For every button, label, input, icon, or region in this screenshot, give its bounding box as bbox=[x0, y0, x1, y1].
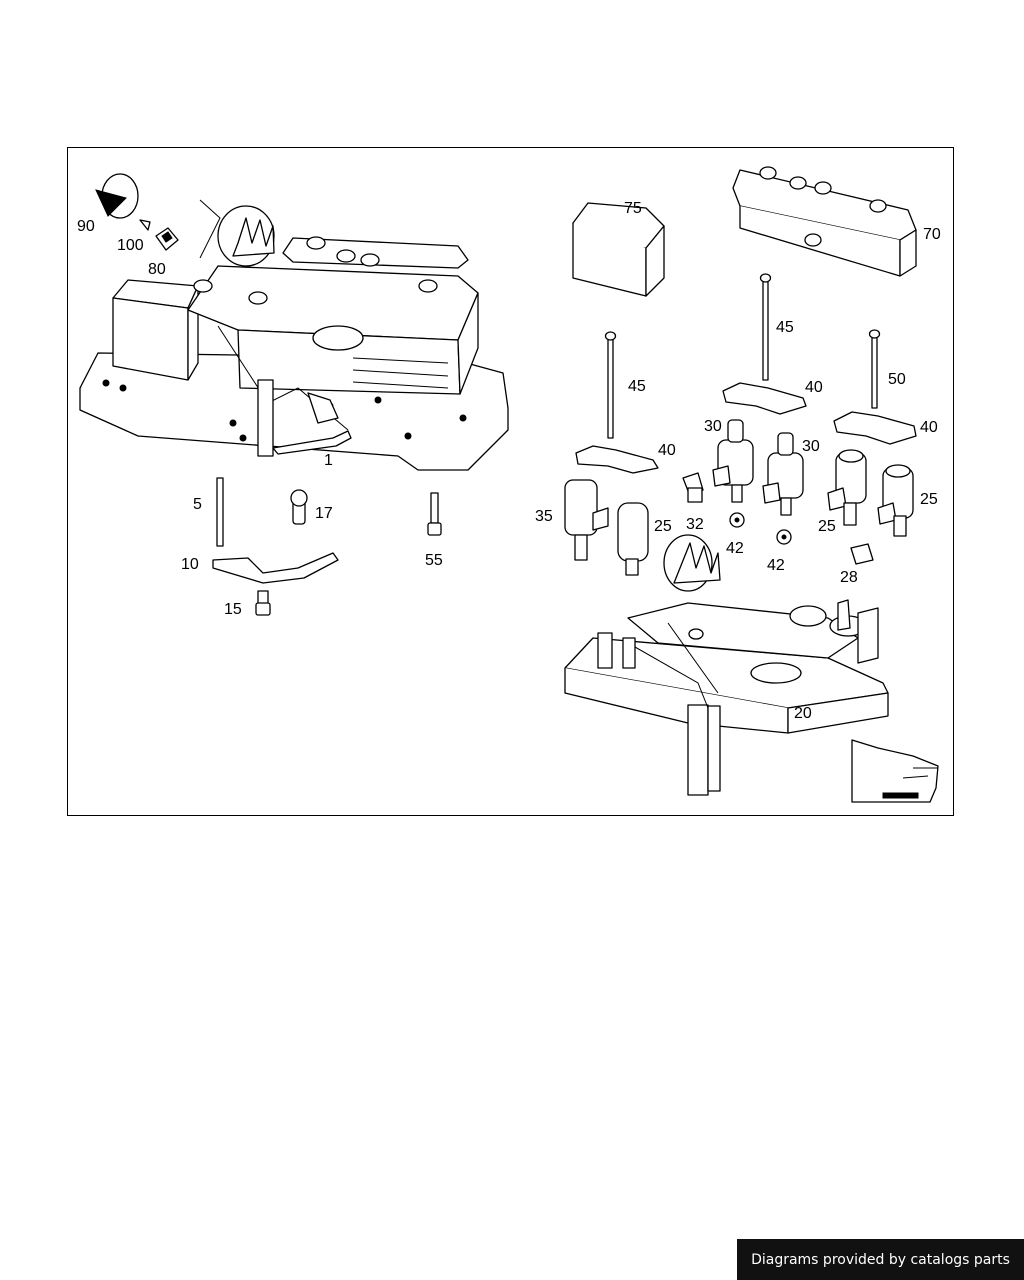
label-40-a: 40 bbox=[658, 442, 676, 459]
label-28: 28 bbox=[840, 569, 858, 586]
part-42-seal-b bbox=[776, 529, 792, 545]
label-15: 15 bbox=[224, 601, 242, 618]
label-42-b: 42 bbox=[767, 557, 785, 574]
part-32-connector bbox=[682, 472, 704, 503]
part-45-bolt-b bbox=[759, 273, 772, 381]
label-45-b: 45 bbox=[776, 319, 794, 336]
label-30-b: 30 bbox=[802, 438, 820, 455]
label-75: 75 bbox=[624, 200, 642, 217]
part-70-rail bbox=[732, 166, 917, 277]
part-5-pin bbox=[216, 477, 224, 547]
label-90: 90 bbox=[77, 218, 95, 235]
part-25-solenoid-a bbox=[617, 502, 649, 576]
label-40-c: 40 bbox=[920, 419, 938, 436]
label-5: 5 bbox=[193, 496, 202, 513]
label-17: 17 bbox=[315, 505, 333, 522]
exploded-view-drawing: 90 100 80 1 5 17 55 10 15 75 70 45 45 50… bbox=[77, 166, 941, 803]
part-50-bolt bbox=[868, 329, 881, 409]
label-42-a: 42 bbox=[726, 540, 744, 557]
credit-banner: Diagrams provided by catalogs parts bbox=[737, 1239, 1024, 1280]
label-50: 50 bbox=[888, 371, 906, 388]
label-20: 20 bbox=[794, 705, 812, 722]
label-32: 32 bbox=[686, 516, 704, 533]
part-80-clip bbox=[155, 227, 179, 251]
label-1: 1 bbox=[324, 452, 333, 469]
part-42-seal-a bbox=[729, 512, 745, 528]
part-15-screw bbox=[255, 590, 271, 616]
part-45-bolt-a bbox=[604, 331, 617, 439]
label-35: 35 bbox=[535, 508, 553, 525]
part-40-bracket-a bbox=[575, 445, 659, 474]
part-30-solenoid-a bbox=[712, 419, 754, 503]
valve-body-assembly bbox=[79, 199, 509, 471]
part-25-solenoid-b bbox=[827, 449, 867, 526]
part-17-bolt bbox=[290, 489, 308, 525]
label-70: 70 bbox=[923, 226, 941, 243]
part-30-solenoid-b bbox=[762, 432, 804, 516]
part-10-lever bbox=[212, 552, 339, 584]
label-25-c: 25 bbox=[920, 491, 938, 508]
part-25-solenoid-c bbox=[877, 464, 914, 537]
label-25-a: 25 bbox=[654, 518, 672, 535]
part-100-screw bbox=[139, 219, 151, 231]
locator-thumbnail bbox=[851, 739, 939, 803]
credit-text: Diagrams provided by catalogs parts bbox=[751, 1251, 1010, 1268]
part-40-bracket-c bbox=[833, 411, 917, 445]
part-90-washer bbox=[95, 173, 139, 219]
part-28-plug bbox=[850, 543, 874, 565]
label-25-b: 25 bbox=[818, 518, 836, 535]
label-80: 80 bbox=[148, 261, 166, 278]
label-30-a: 30 bbox=[704, 418, 722, 435]
part-20-carrier bbox=[564, 534, 889, 796]
part-35-solenoid bbox=[564, 479, 609, 561]
part-55-screw bbox=[427, 492, 442, 536]
part-75-cover bbox=[572, 202, 665, 297]
label-40-b: 40 bbox=[805, 379, 823, 396]
label-55: 55 bbox=[425, 552, 443, 569]
label-10: 10 bbox=[181, 556, 199, 573]
connector-plug bbox=[199, 199, 275, 267]
parts-diagram: 90 100 80 1 5 17 55 10 15 75 70 45 45 50… bbox=[67, 147, 954, 816]
label-100: 100 bbox=[117, 237, 144, 254]
part-40-bracket-b bbox=[722, 382, 807, 415]
label-45-a: 45 bbox=[628, 378, 646, 395]
